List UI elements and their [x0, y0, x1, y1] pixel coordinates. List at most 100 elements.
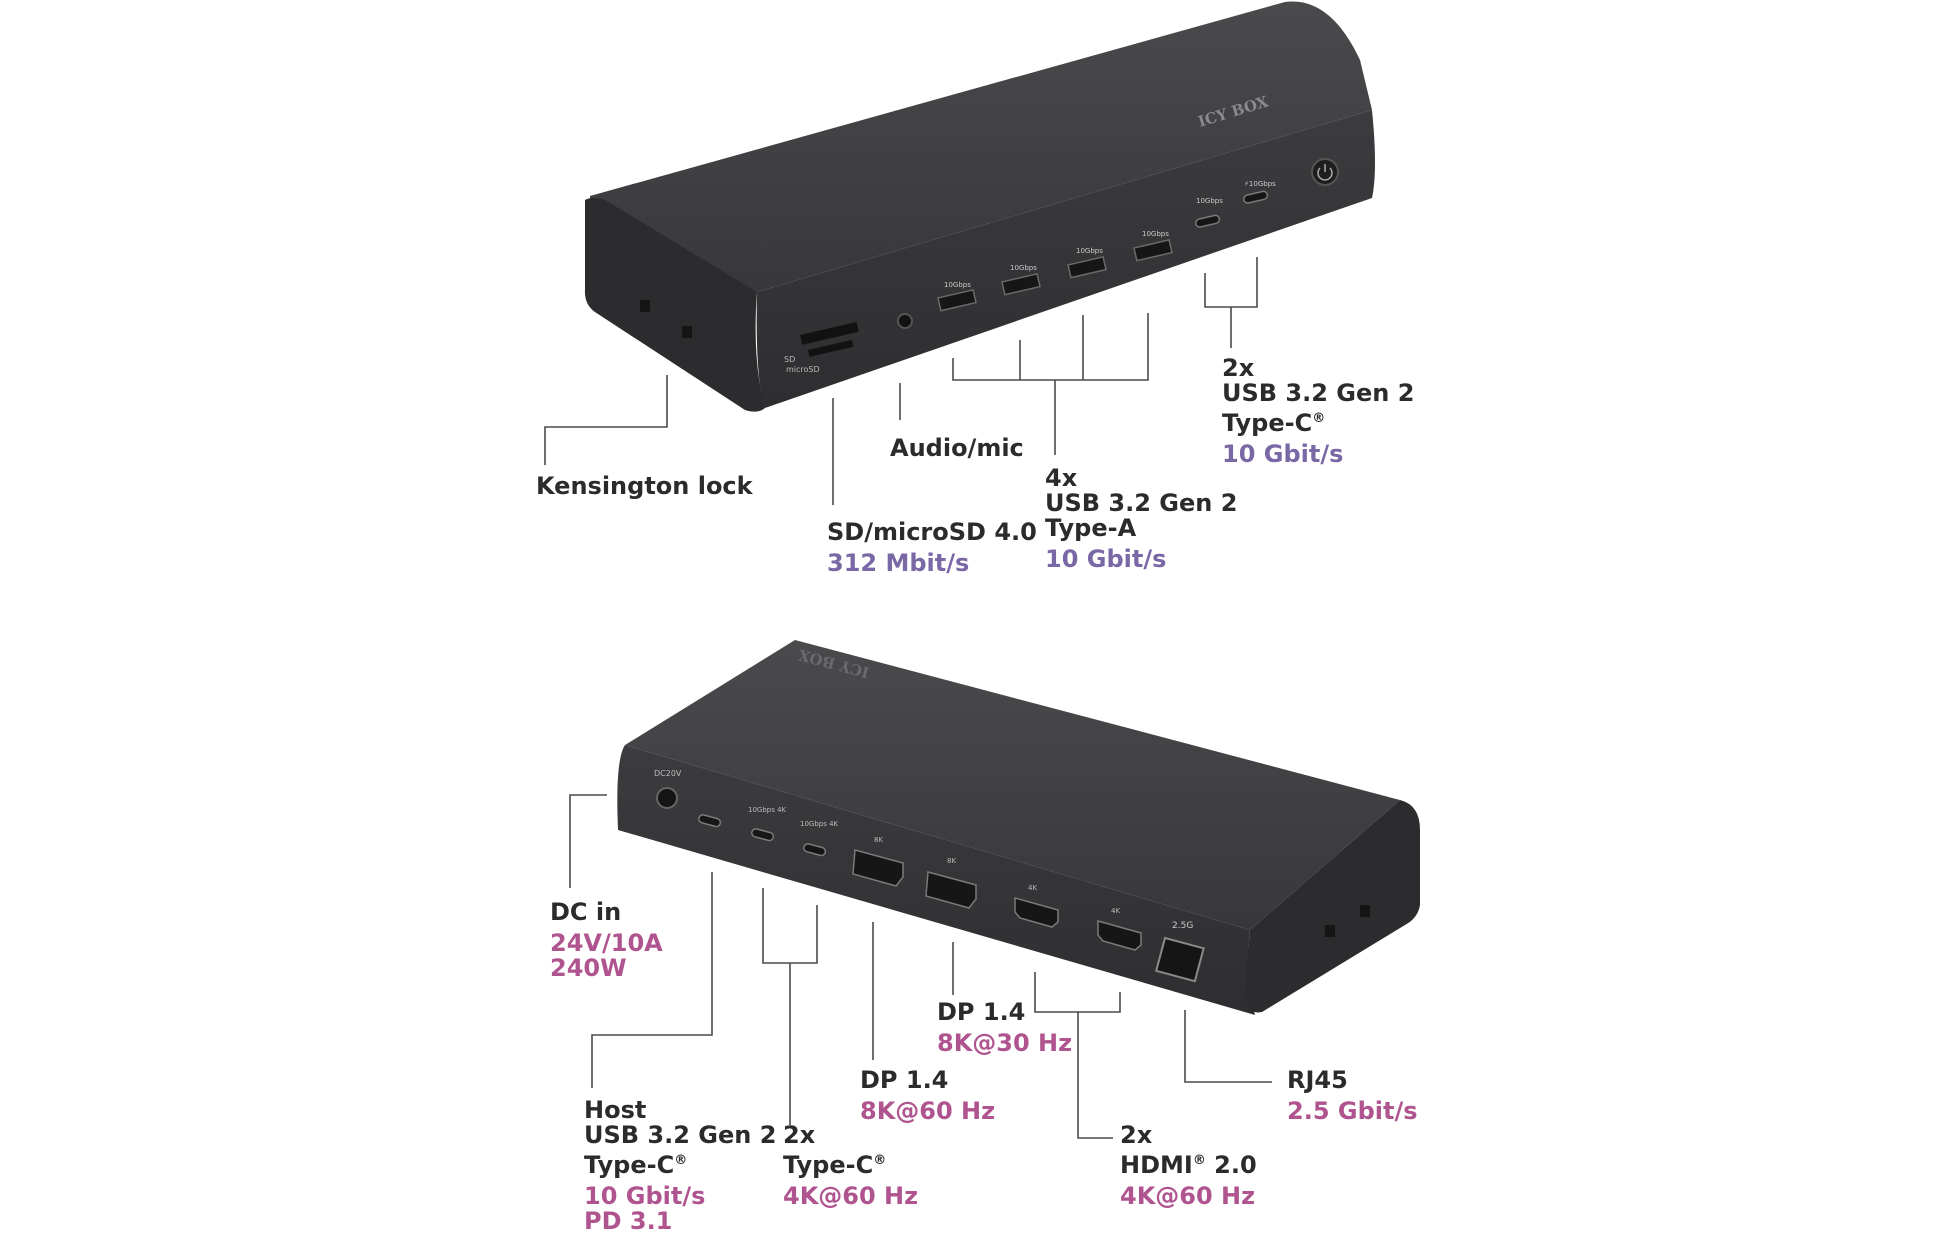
leader-lines [544, 257, 1272, 1139]
rear-hdmi-label-2: 4K [1111, 907, 1120, 915]
leader-hdmi-stem [1077, 1012, 1113, 1139]
rear-usbc-port-2 [803, 843, 827, 857]
usba-type: Type-A [1045, 514, 1137, 542]
rear-hdmi-port-2 [1097, 920, 1142, 951]
dc-spec-1: 24V/10A [550, 929, 663, 957]
rear-usbc-label-2: 10Gbps 4K [800, 820, 839, 828]
dp30-title: DP 1.4 [937, 998, 1026, 1026]
rear-device: ICY BOX DC20V 10Gbps 4K 10Gbps 4K 8K 8K … [617, 640, 1420, 1015]
label-usb-c-front: 2x USB 3.2 Gen 2 Type-C® 10 Gbit/s [1222, 356, 1414, 467]
usba-speed-1: 10Gbps [944, 281, 971, 289]
kensington-title: Kensington lock [536, 472, 753, 500]
usba-standard: USB 3.2 Gen 2 [1045, 489, 1238, 517]
host-spec-2: PD 3.1 [584, 1207, 673, 1235]
rear-kensington-slot-2 [1360, 905, 1370, 917]
hdmi-spec: 4K@60 Hz [1120, 1182, 1256, 1210]
label-rj45: RJ45 2.5 Gbit/s [1287, 1068, 1418, 1124]
rear-dp-port-2 [925, 871, 977, 909]
rear-host-usbc-port [698, 814, 722, 828]
rear-rj45-port [1154, 936, 1205, 983]
usba-speed-4: 10Gbps [1142, 230, 1169, 238]
leader-usba [952, 313, 1149, 381]
label-typec-rear: 2x Type-C® 4K@60 Hz [783, 1123, 918, 1209]
dp60-spec: 8K@60 Hz [860, 1097, 996, 1125]
audio-title: Audio/mic [890, 434, 1024, 462]
sd-spec: 312 Mbit/s [827, 549, 970, 577]
front-microsd-slot [808, 339, 854, 357]
label-dp-30: DP 1.4 8K@30 Hz [937, 1000, 1072, 1056]
front-kensington-slot-1 [640, 300, 650, 312]
rear-hdmi-port-1 [1014, 897, 1059, 928]
usbc-reg: ® [1312, 411, 1326, 426]
sd-title: SD/microSD 4.0 [827, 518, 1037, 546]
rear-usbc-label-1: 10Gbps 4K [748, 806, 787, 814]
usba-port-4 [1133, 239, 1173, 262]
front-device-top-face [590, 1, 1372, 292]
rj45-spec: 2.5 Gbit/s [1287, 1097, 1418, 1125]
leader-kensington [544, 375, 668, 465]
typec-spec: 4K@60 Hz [783, 1182, 919, 1210]
host-spec-1: 10 Gbit/s [584, 1182, 706, 1210]
leader-rj45 [1184, 1010, 1272, 1083]
power-icon [1317, 164, 1333, 181]
rear-device-side-face [1245, 800, 1420, 1013]
usbc-spec: 10 Gbit/s [1222, 440, 1344, 468]
rear-dc-text: DC20V [654, 769, 682, 778]
typec-reg: ® [873, 1153, 887, 1168]
front-device-front-face [756, 110, 1375, 408]
hdmi-type: HDMI [1120, 1151, 1193, 1179]
usbc-count: 2x [1222, 354, 1255, 382]
usba-speed-2: 10Gbps [1010, 264, 1037, 272]
host-standard: USB 3.2 Gen 2 [584, 1121, 777, 1149]
usbc-speed-2: ⚡10Gbps [1244, 180, 1276, 188]
usba-speed-3: 10Gbps [1076, 247, 1103, 255]
label-hdmi: 2x HDMI® 2.0 4K@60 Hz [1120, 1123, 1257, 1209]
label-host-usbc: Host USB 3.2 Gen 2 Type-C® 10 Gbit/s PD … [584, 1098, 776, 1234]
rear-device-top-face [625, 640, 1400, 930]
hdmi-version: 2.0 [1205, 1151, 1257, 1179]
front-usbc-port-2 [1243, 190, 1269, 204]
label-sd-card: SD/microSD 4.0 312 Mbit/s [827, 520, 1037, 576]
rear-rj45-text: 2.5G [1172, 921, 1193, 931]
usba-spec: 10 Gbit/s [1045, 545, 1167, 573]
leader-usbc [1204, 257, 1258, 308]
rear-dp-label-2: 8K [947, 857, 956, 865]
dc-spec-2: 240W [550, 954, 627, 982]
hdmi-reg: ® [1192, 1153, 1206, 1168]
typec-type: Type-C [783, 1151, 874, 1179]
usba-port-1 [937, 289, 977, 312]
rear-usbc-port-1 [751, 828, 775, 842]
label-dc-in: DC in 24V/10A 240W [550, 900, 663, 981]
front-sd-slot [800, 321, 859, 345]
typec-count: 2x [783, 1121, 816, 1149]
usbc-speed-1: 10Gbps [1196, 197, 1223, 205]
front-kensington-slot-2 [682, 326, 692, 338]
dc-title: DC in [550, 898, 622, 926]
front-usbc-port-1 [1195, 214, 1221, 228]
front-device: ICY BOX SD microSD 10Gbps 10Gbps 10Gbps … [584, 1, 1375, 412]
rear-dp-port-1 [852, 849, 904, 887]
leader-host [591, 872, 713, 1088]
front-audio-jack [897, 313, 913, 329]
rear-dc-jack [656, 787, 678, 809]
host-reg: ® [674, 1153, 688, 1168]
front-usba-ports [937, 239, 1173, 312]
rear-hdmi-label-1: 4K [1028, 884, 1037, 892]
dp60-title: DP 1.4 [860, 1066, 949, 1094]
dp30-spec: 8K@30 Hz [937, 1029, 1073, 1057]
label-usb-a: 4x USB 3.2 Gen 2 Type-A 10 Gbit/s [1045, 466, 1237, 572]
host-type: Type-C [584, 1151, 675, 1179]
rj45-title: RJ45 [1287, 1066, 1348, 1094]
front-device-side-face [584, 198, 765, 412]
leader-dc [569, 794, 607, 888]
usba-port-3 [1067, 256, 1107, 279]
host-title: Host [584, 1096, 647, 1124]
front-sd-text: SD [784, 355, 795, 364]
front-microsd-text: microSD [786, 365, 820, 374]
usbc-standard: USB 3.2 Gen 2 [1222, 379, 1415, 407]
label-dp-60: DP 1.4 8K@60 Hz [860, 1068, 995, 1124]
rear-dp-label-1: 8K [874, 836, 883, 844]
rear-kensington-slot-1 [1325, 925, 1335, 937]
label-audio-mic: Audio/mic [890, 436, 1024, 461]
